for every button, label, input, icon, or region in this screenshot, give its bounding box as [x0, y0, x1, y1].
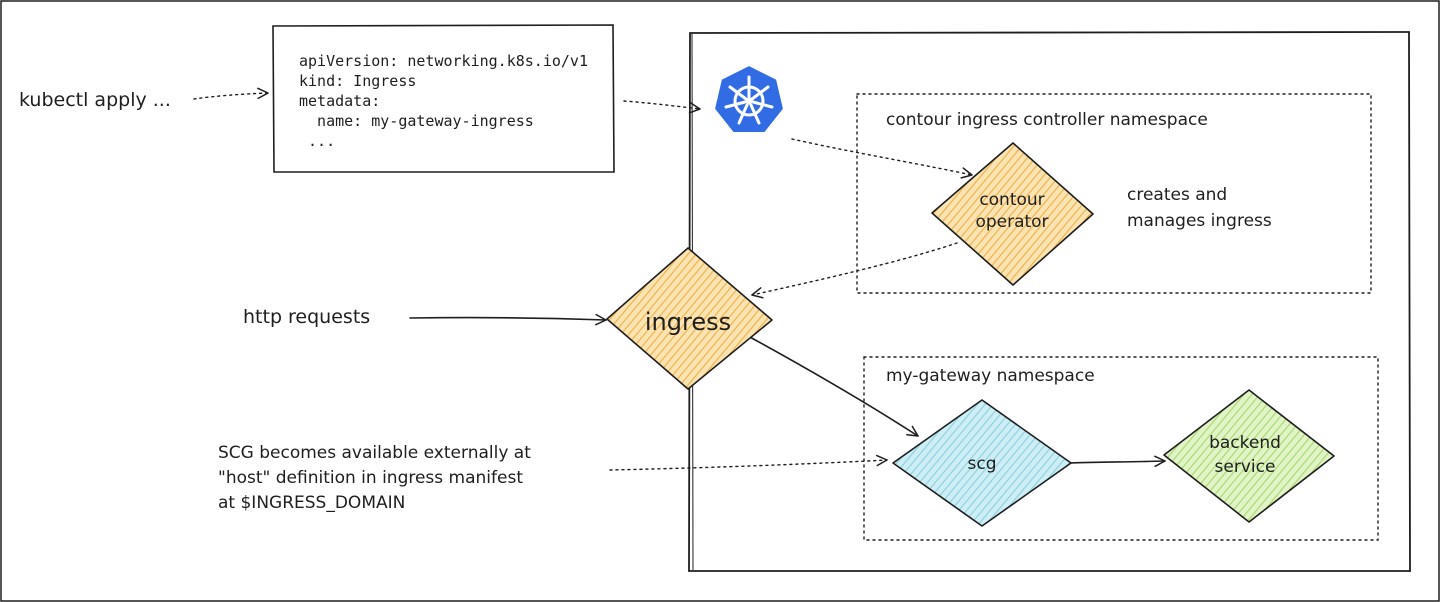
scg-to-backend-arrow: [1069, 455, 1166, 468]
scg-label: scg: [968, 454, 997, 474]
manifest-line-1: apiVersion: networking.k8s.io/v1: [299, 52, 588, 70]
http-requests-label: http requests: [243, 306, 370, 328]
k8s-to-operator-arrow: [791, 138, 973, 179]
kubernetes-icon: [712, 63, 786, 134]
scg-note-line-3: at $INGRESS_DOMAIN: [218, 493, 405, 513]
contour-operator-node: contour operator: [931, 142, 1094, 286]
contour-operator-line-1: contour: [979, 190, 1044, 210]
backend-line-1: backend: [1209, 433, 1281, 453]
backend-line-2: service: [1215, 457, 1276, 477]
kubectl-apply-label: kubectl apply ...: [19, 89, 171, 111]
ingress-label: ingress: [645, 308, 731, 336]
operator-note-line-2: manages ingress: [1127, 211, 1272, 231]
contour-operator-line-2: operator: [975, 212, 1048, 232]
backend-service-node: backend service: [1163, 389, 1335, 523]
scg-availability-note: SCG becomes available externally at "hos…: [218, 443, 531, 513]
manifest-line-4: name: my-gateway-ingress: [299, 112, 534, 130]
scg-note-line-2: "host" definition in ingress manifest: [218, 468, 523, 488]
manifest-line-3: metadata:: [299, 92, 380, 110]
ingress-to-scg-arrow: [747, 335, 919, 437]
scg-note-line-1: SCG becomes available externally at: [218, 443, 531, 463]
manifest-to-k8s-arrow: [623, 100, 701, 114]
ingress-manifest: apiVersion: networking.k8s.io/v1 kind: I…: [272, 24, 615, 173]
kubectl-to-manifest-arrow: [193, 87, 269, 100]
operator-to-ingress-arrow: [751, 242, 958, 299]
http-to-ingress-arrow: [409, 313, 607, 326]
contour-namespace-label: contour ingress controller namespace: [886, 110, 1208, 130]
manifest-line-5: ...: [299, 132, 335, 150]
manifest-line-2: kind: Ingress: [299, 72, 416, 90]
operator-note-line-1: creates and: [1127, 185, 1227, 205]
my-gateway-namespace: my-gateway namespace: [863, 356, 1379, 541]
scg-node: scg: [892, 399, 1072, 527]
contour-namespace: contour ingress controller namespace: [856, 93, 1372, 294]
cluster-boundary: [688, 31, 1411, 572]
my-gateway-namespace-label: my-gateway namespace: [886, 366, 1095, 386]
ingress-node: ingress: [606, 247, 773, 390]
note-to-scg-arrow: [609, 454, 888, 471]
